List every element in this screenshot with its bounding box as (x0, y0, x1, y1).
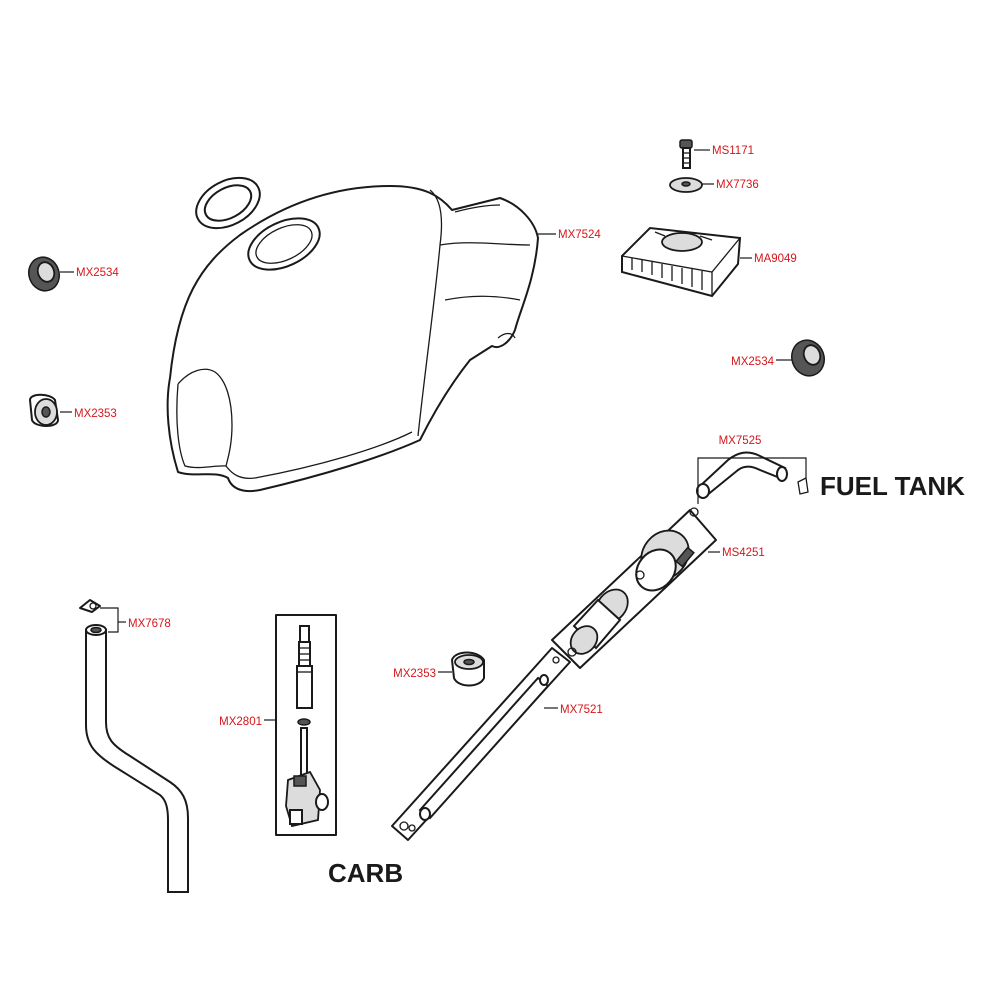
label-mx7524: MX7524 (558, 229, 601, 241)
label-mx7525: MX7525 (719, 435, 762, 447)
bolt-ms1171 (679, 139, 693, 169)
fuel-tank (166, 185, 539, 493)
washer-mx7736 (669, 177, 703, 193)
carb-hose-mx7678 (79, 599, 189, 893)
label-ms1171: MS1171 (712, 145, 754, 157)
label-mx2353-middle: MX2353 (393, 668, 436, 680)
label-mx2801: MX2801 (219, 716, 262, 728)
collar-mx2353-middle (450, 651, 485, 687)
filler-seal-ring (195, 176, 261, 230)
grommet-mx2534-left (28, 256, 60, 292)
label-mx2353-left: MX2353 (74, 408, 117, 420)
label-mx7678: MX7678 (128, 618, 171, 630)
fuel-cock-mx2801 (275, 614, 337, 836)
label-mx2534-left: MX2534 (76, 267, 119, 279)
upper-fuel-hose-mx7525 (689, 451, 809, 517)
label-ms4251: MS4251 (722, 547, 765, 559)
title-fuel-tank: FUEL TANK (820, 471, 965, 501)
collar-mx2353-left (28, 393, 60, 427)
label-mx7521: MX7521 (560, 704, 603, 716)
fuel-filter-ms4251 (551, 509, 717, 669)
label-mx2534-right: MX2534 (731, 356, 774, 368)
rubber-pad-ma9049 (621, 226, 742, 298)
label-ma9049: MA9049 (754, 253, 797, 265)
grommet-mx2534-right (791, 339, 825, 377)
lower-fuel-hose-mx7521 (391, 647, 571, 841)
title-carb: CARB (328, 858, 403, 888)
label-mx7736: MX7736 (716, 179, 759, 191)
